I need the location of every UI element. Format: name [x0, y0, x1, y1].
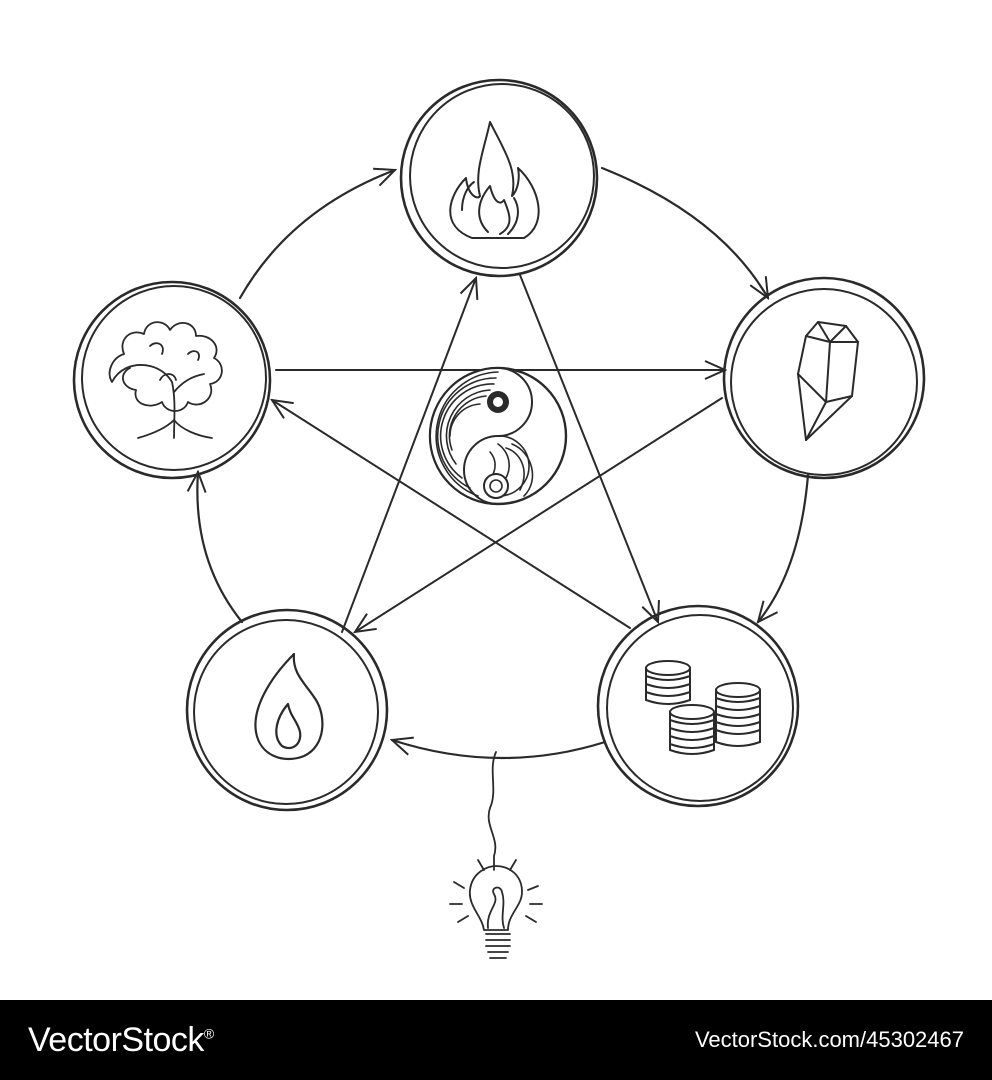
- node-wood: [72, 280, 272, 480]
- watermark-brand: VectorStock®: [28, 1021, 214, 1060]
- arrow-metal-to-water: [355, 397, 723, 632]
- arrow-earth-to-water: [392, 740, 607, 760]
- registered-mark: ®: [203, 1025, 214, 1042]
- node-metal: [722, 276, 926, 480]
- watermark-image-id: VectorStock.com/45302467: [694, 1027, 964, 1052]
- flame-icon: [449, 121, 540, 239]
- arrow-water-to-fire: [341, 278, 476, 633]
- arrow-water-to-wood: [197, 472, 244, 624]
- watermark-bar: VectorStock® VectorStock.com/45302467: [0, 1000, 992, 1080]
- controlling-star-arrows: [272, 274, 725, 633]
- arrow-fire-to-earth: [519, 274, 658, 622]
- water-drop-icon: [254, 652, 324, 761]
- arrow-metal-to-earth: [758, 473, 810, 622]
- arrow-fire-to-metal: [600, 166, 768, 298]
- arrow-earth-to-wood: [272, 400, 631, 629]
- generating-cycle-arrows: [197, 166, 810, 760]
- crystal-icon: [797, 321, 859, 441]
- arrow-wood-to-fire: [238, 170, 395, 300]
- lightbulb-icon: [449, 751, 543, 959]
- coins-icon: [645, 660, 761, 755]
- five-elements-diagram: [72, 78, 926, 959]
- yin-yang-icon: [428, 366, 568, 506]
- node-fire: [399, 78, 599, 278]
- node-earth: [596, 604, 800, 808]
- node-water: [185, 608, 389, 812]
- tree-icon: [108, 321, 223, 439]
- watermark-brand-text: VectorStock: [28, 1020, 204, 1059]
